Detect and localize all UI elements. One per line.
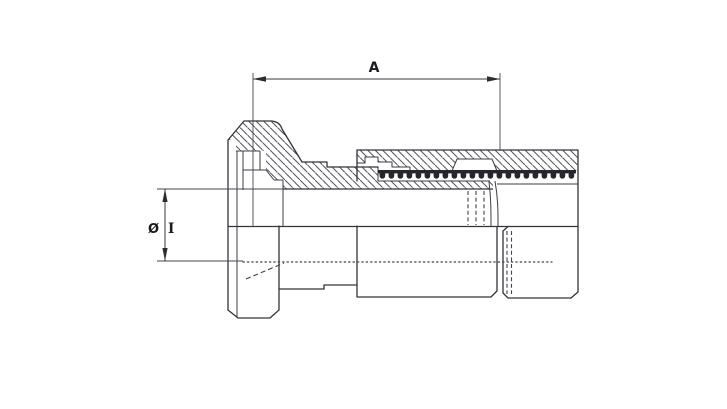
flange-section bbox=[227, 120, 303, 319]
dimension-length-a: A bbox=[252, 60, 501, 226]
stem-section bbox=[283, 161, 499, 227]
dimension-bore-i: Ø I bbox=[148, 188, 283, 262]
dim-a-arrow-left bbox=[253, 76, 266, 82]
stem-hatch bbox=[302, 162, 493, 189]
hidden-lines bbox=[245, 191, 513, 294]
dimension-a-label: A bbox=[369, 60, 380, 76]
flange-bottom-outline bbox=[227, 225, 280, 319]
dimension-i-label: I bbox=[168, 221, 174, 237]
dim-a-arrow-right bbox=[487, 76, 500, 82]
section-hatching bbox=[228, 121, 578, 189]
serration-teeth bbox=[378, 170, 576, 180]
neck-exterior bbox=[278, 284, 358, 290]
ferrule-crimp-notch bbox=[451, 158, 498, 172]
ferrule-section bbox=[356, 149, 579, 299]
stem-end-curve-b bbox=[494, 180, 499, 227]
socket-exterior-tail bbox=[502, 225, 572, 299]
flange-bore-recess-lines bbox=[236, 150, 284, 226]
ferrule-outline bbox=[356, 149, 579, 299]
dim-i-arrow-bottom bbox=[162, 248, 168, 261]
exterior-bottom-half bbox=[228, 225, 578, 299]
dim-i-arrow-top bbox=[162, 189, 168, 202]
socket-exterior-front bbox=[356, 225, 498, 298]
diameter-symbol: Ø bbox=[148, 222, 159, 237]
ferrule-hatch bbox=[357, 150, 578, 171]
flange-hatch bbox=[228, 121, 302, 189]
stem-end-curve-a bbox=[488, 181, 492, 227]
stem-step-profile bbox=[301, 161, 379, 168]
ferrule-inner-staircase bbox=[357, 156, 452, 172]
bore-taper-hidden bbox=[245, 262, 285, 280]
